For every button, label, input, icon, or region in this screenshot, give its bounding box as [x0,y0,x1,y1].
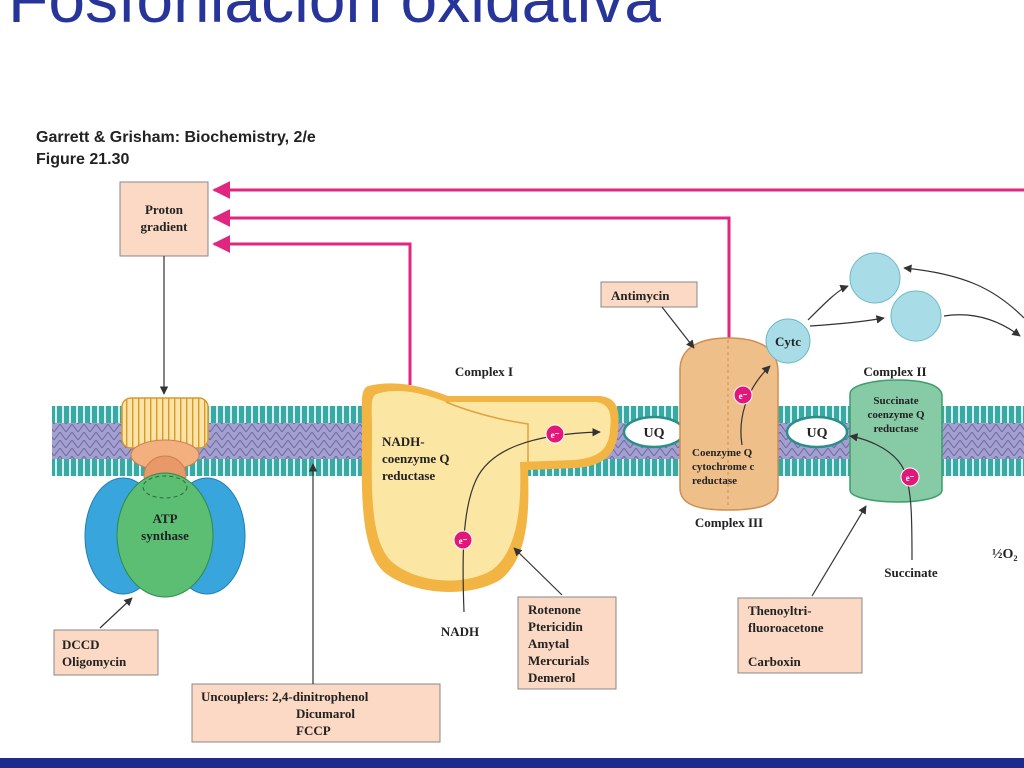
complex-1-title: Complex I [455,364,513,379]
complex-1-name-2: coenzyme Q [382,451,450,466]
electron-label-1: e⁻ [551,430,560,440]
complex-1 [361,383,619,592]
atp-synthase-label-1: ATP [152,511,177,526]
antimycin-box [600,281,698,308]
inhibitor-fluoroacetone: fluoroacetone [748,620,824,635]
proton-arrow-complex-3 [212,209,731,340]
inhibitor-demerol: Demerol [528,670,576,685]
uncouplers-box [191,683,441,743]
inhibitor-ptericidin: Ptericidin [528,619,584,634]
proton-gradient-box [119,181,209,257]
complex-1-inhibitor-arrow [513,547,563,596]
cytochrome-c-upper [849,252,901,304]
complex-2-inhibitor-arrow [811,505,867,597]
footer-bar [0,758,1024,768]
electron-label-4: e⁻ [906,473,915,483]
complex-2-name-2: coenzyme Q [867,409,925,421]
atp-synthase-inhibitor-box [53,629,159,676]
cytochrome-c-label: Cytc [775,334,801,349]
proton-pump-arrows [212,181,1024,385]
inhibitor-dccd: DCCD [62,637,100,652]
succinate-label: Succinate [884,565,938,580]
ubiquinone-1-label: UQ [644,426,665,441]
cytochrome-c-small [765,318,811,364]
inhibitor-carboxin: Carboxin [748,654,802,669]
inhibitor-antimycin: Antimycin [611,288,670,303]
cytochrome-c-lower [890,290,942,342]
complex-3-name-3: reductase [692,475,737,487]
electron-label-2: e⁻ [459,536,468,546]
proton-gradient-label-2: gradient [141,219,189,234]
cytochrome-c-arrows [807,264,1024,337]
inhibitor-mercurials: Mercurials [528,653,589,668]
complex-1-name-1: NADH- [382,434,425,449]
nadh-label: NADH [441,624,479,639]
figure-credit: Garrett & Grisham: Biochemistry, 2/e Fig… [36,127,316,171]
complex-2-title: Complex II [863,364,926,379]
half-oxygen-label: ½O₂ [992,547,1018,562]
complex-3-title: Complex III [695,515,763,530]
electron-markers: e⁻ e⁻ e⁻ e⁻ [453,385,920,550]
figure-credit-number: Figure 21.30 [36,151,130,168]
complex-3-name-1: Coenzyme Q [692,447,753,459]
inhibitor-amytal: Amytal [528,636,570,651]
antimycin-arrow [661,306,695,349]
complex-2-inhibitor-box [737,597,863,674]
electron-complex-1-upper [545,424,565,444]
electron-complex-2 [900,467,920,487]
complex-1-name-3: reductase [382,468,435,483]
complex-1-inhibitor-box [517,596,617,690]
inhibitor-oligomycin: Oligomycin [62,654,127,669]
inhibitor-rotenone: Rotenone [528,602,581,617]
uncoupler-dicumarol: Dicumarol [296,706,355,721]
electron-complex-3 [733,385,753,405]
nadh-electron-path [462,428,601,613]
complex-2 [849,379,943,503]
ubiquinone-2-label: UQ [807,426,828,441]
atp-synthase-label-2: synthase [141,528,189,543]
complex-2-name-3: reductase [873,423,918,435]
ubiquinone-2 [785,415,849,449]
slide-title: Fosforilación oxidativa [8,0,661,32]
electron-complex-1-lower [453,530,473,550]
electron-label-3: e⁻ [739,391,748,401]
complex-3-electron-path [740,365,771,446]
figure-credit-book: Garrett & Grisham: Biochemistry, 2/e [36,129,316,146]
proton-gradient-label-1: Proton [145,202,184,217]
atp-inhibitor-arrow [99,597,133,629]
atp-synthase [84,397,246,598]
uncoupler-fccp: FCCP [296,723,331,738]
complex-3 [679,337,779,511]
uncoupler-dinitrophenol: Uncouplers: 2,4-dinitrophenol [201,689,369,704]
inhibitor-thenoyltri: Thenoyltri- [748,603,812,618]
complex-3-name-2: cytochrome c [692,461,755,473]
proton-arrow-complex-1 [212,235,412,385]
complex-2-name-1: Succinate [873,395,918,407]
